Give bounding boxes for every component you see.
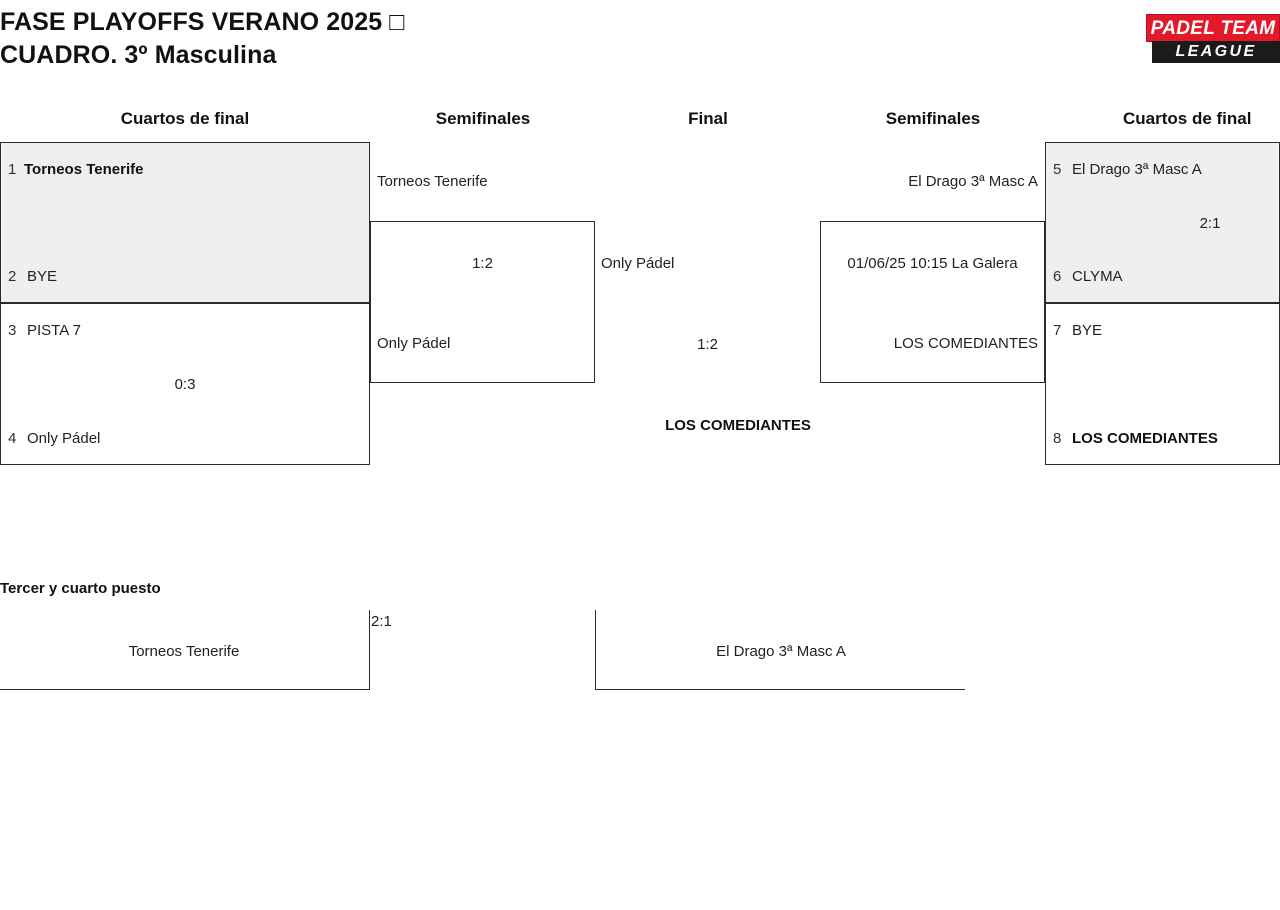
title-line-2: CUADRO. 3º Masculina bbox=[0, 41, 277, 69]
team-final-top: Only Pádel bbox=[601, 255, 675, 272]
match-box-left-qf-1[interactable] bbox=[0, 142, 370, 303]
team-left-sf-bottom: Only Pádel bbox=[377, 335, 451, 352]
team-third-place-left: Torneos Tenerife bbox=[128, 643, 240, 660]
team-right-qf2-top: BYE bbox=[1072, 322, 1103, 339]
score-left-sf: 1:2 bbox=[472, 255, 493, 272]
match-box-right-semifinal[interactable] bbox=[820, 221, 1045, 383]
score-left-qf2: 0:3 bbox=[174, 376, 196, 393]
seed-right-qf1-top: 5 bbox=[1053, 161, 1062, 178]
match-box-right-qf-1[interactable] bbox=[1045, 142, 1280, 303]
round-header-right-quarters: Cuartos de final bbox=[1123, 109, 1252, 128]
seed-left-qf2-top: 3 bbox=[8, 322, 17, 339]
page-title: FASE PLAYOFFS VERANO 2025 □ CUADRO. 3º M… bbox=[0, 6, 700, 72]
third-place-divider-left bbox=[369, 610, 370, 690]
third-place-box-left[interactable] bbox=[0, 610, 370, 690]
third-place-box-right[interactable] bbox=[595, 610, 965, 690]
match-box-right-qf-2[interactable] bbox=[1045, 303, 1280, 465]
seed-right-qf1-bottom: 6 bbox=[1053, 268, 1062, 285]
seed-left-qf1-bottom: 2 bbox=[8, 268, 17, 285]
logo-top-banner: PADEL TEAM bbox=[1146, 14, 1280, 42]
team-right-sf-bottom: LOS COMEDIANTES bbox=[893, 335, 1038, 352]
round-header-right-semis: Semifinales bbox=[885, 109, 981, 128]
logo-top-text: PADEL TEAM bbox=[1150, 17, 1276, 39]
team-third-place-right: El Drago 3ª Masc A bbox=[716, 643, 846, 660]
round-header-left-quarters: Cuartos de final bbox=[120, 109, 250, 128]
seed-left-qf2-bottom: 4 bbox=[8, 430, 17, 447]
seed-right-qf2-top: 7 bbox=[1053, 322, 1062, 339]
team-right-qf1-bottom: CLYMA bbox=[1072, 268, 1123, 285]
round-header-final: Final bbox=[688, 109, 728, 128]
team-final-bottom: LOS COMEDIANTES bbox=[665, 417, 811, 434]
team-right-qf2-bottom: LOS COMEDIANTES bbox=[1072, 430, 1218, 447]
score-right-qf1: 2:1 bbox=[1199, 215, 1221, 232]
padel-team-league-logo: PADEL TEAM LEAGUE bbox=[1146, 14, 1280, 66]
logo-bottom-text: LEAGUE bbox=[1175, 43, 1257, 60]
team-right-sf-top: El Drago 3ª Masc A bbox=[908, 173, 1038, 190]
third-place-section-title: Tercer y cuarto puesto bbox=[0, 580, 161, 597]
team-left-sf-top: Torneos Tenerife bbox=[377, 173, 488, 190]
logo-bottom-banner: LEAGUE bbox=[1152, 41, 1280, 63]
score-third-place: 2:1 bbox=[371, 613, 392, 630]
seed-left-qf1-top: 1 bbox=[8, 161, 17, 178]
team-left-qf2-bottom: Only Pádel bbox=[27, 430, 101, 447]
score-final: 1:2 bbox=[697, 336, 718, 353]
match-box-left-qf-2[interactable] bbox=[0, 303, 370, 465]
seed-right-qf2-bottom: 8 bbox=[1053, 430, 1062, 447]
team-right-qf1-top: El Drago 3ª Masc A bbox=[1072, 161, 1202, 178]
team-left-qf2-top: PISTA 7 bbox=[27, 322, 81, 339]
team-left-qf1-bottom: BYE bbox=[27, 268, 58, 285]
team-left-qf1-top: Torneos Tenerife bbox=[24, 161, 144, 178]
title-line-1: FASE PLAYOFFS VERANO 2025 □ bbox=[0, 8, 405, 36]
schedule-right-sf: 01/06/25 10:15 La Galera bbox=[847, 255, 1018, 272]
round-header-left-semis: Semifinales bbox=[435, 109, 531, 128]
match-box-left-semifinal[interactable] bbox=[370, 221, 595, 383]
